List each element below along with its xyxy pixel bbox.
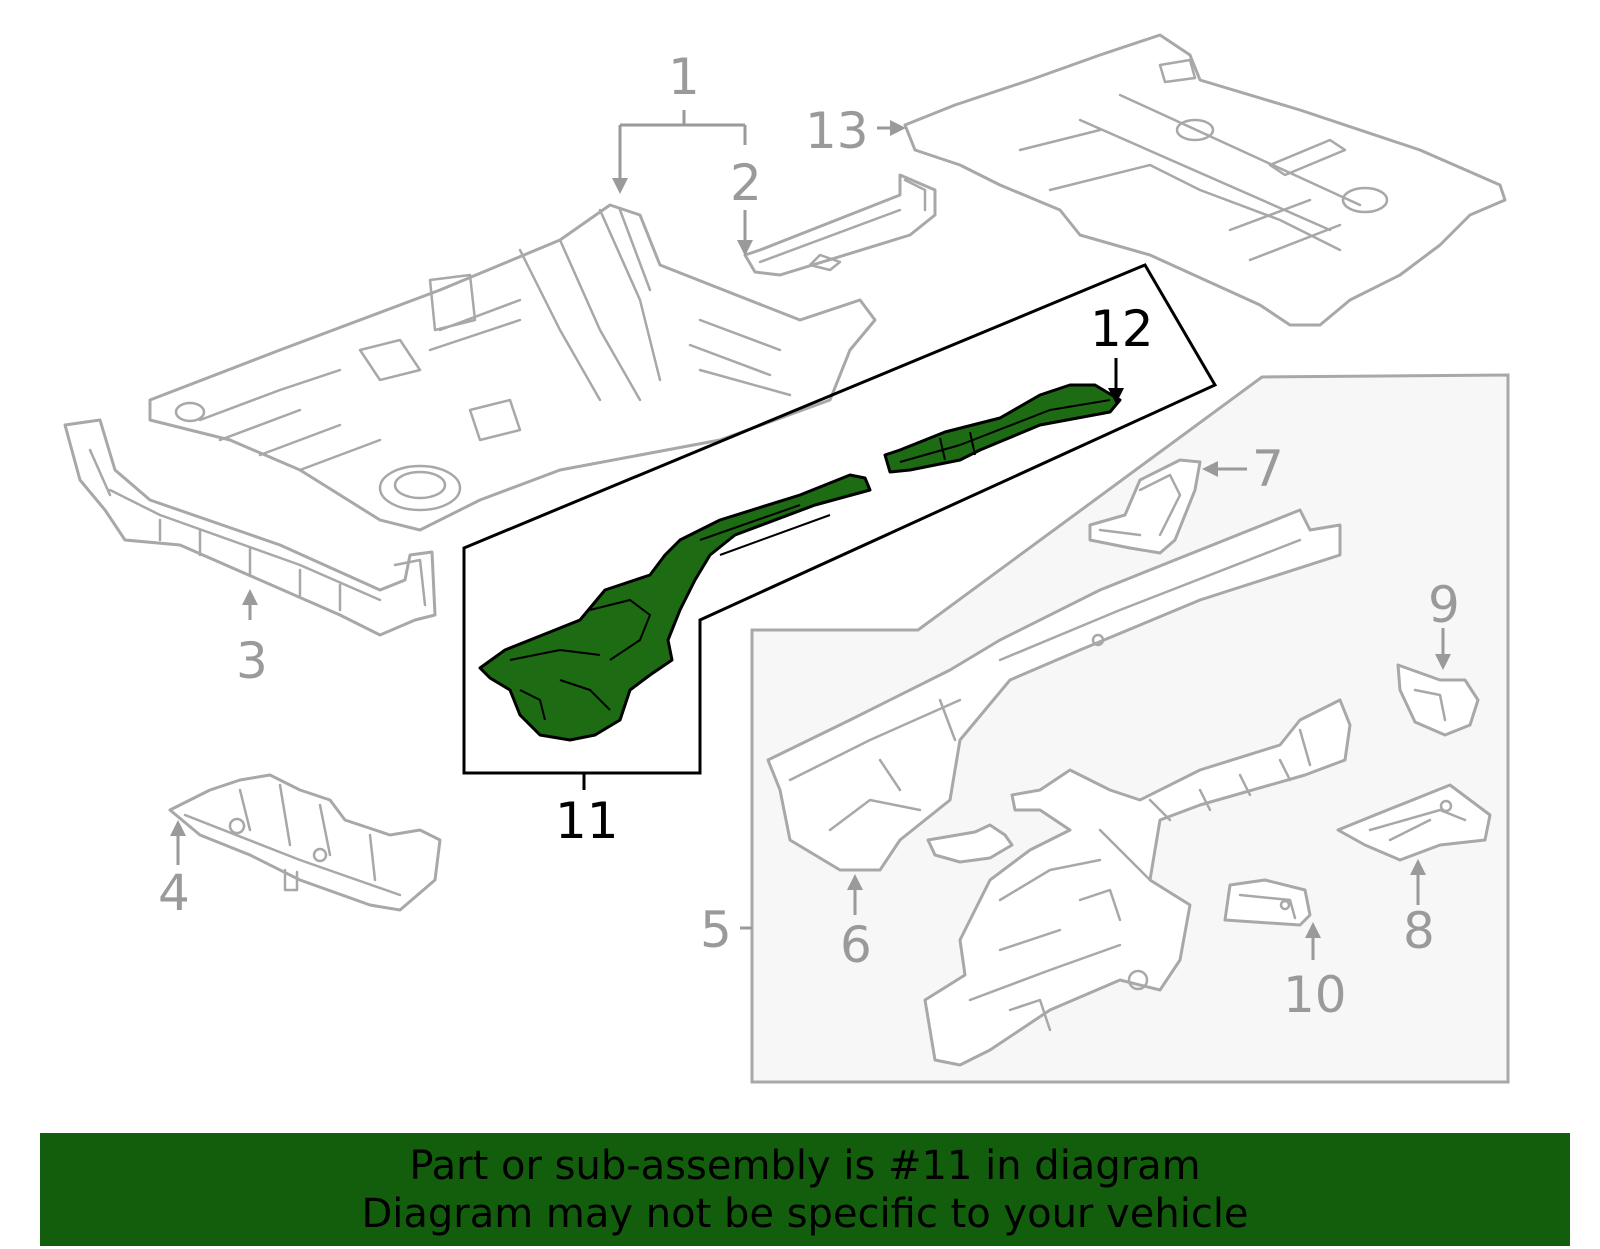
callout-11: 11 [555, 792, 619, 850]
floor-crossmember-part-2 [743, 173, 937, 277]
rear-floor-pan-part-13 [903, 33, 1507, 327]
bracket-part-10 [1223, 878, 1312, 927]
callout-8: 8 [1403, 902, 1435, 960]
callout-13: 13 [805, 102, 869, 160]
rear-panel-part-3 [63, 418, 437, 637]
callout-12: 12 [1090, 300, 1154, 358]
callout-3: 3 [236, 632, 268, 690]
bracket-part-9 [1396, 663, 1480, 737]
callout-6: 6 [840, 916, 872, 974]
bracket-part-8 [1336, 783, 1492, 862]
callout-2: 2 [730, 154, 762, 212]
callout-4: 4 [158, 864, 190, 922]
rear-frame-assembly [923, 698, 1352, 1067]
floor-bracket-part-4 [168, 773, 442, 912]
callout-7: 7 [1252, 440, 1284, 498]
small-bracket [926, 823, 1014, 864]
callout-1: 1 [668, 48, 700, 106]
callout-9: 9 [1428, 576, 1460, 634]
callout-5: 5 [700, 901, 732, 959]
callout-10: 10 [1283, 966, 1347, 1024]
highlight-group-box [462, 263, 1218, 775]
leader-lines [170, 110, 1451, 960]
info-banner: Part or sub-assembly is #11 in diagram D… [40, 1133, 1570, 1246]
banner-line-1: Part or sub-assembly is #11 in diagram [409, 1142, 1201, 1189]
rear-side-frame-part-6 [766, 508, 1342, 872]
front-floor-pan-part-1 [148, 203, 877, 532]
floor-frame-part-11-highlighted [478, 383, 1122, 742]
banner-line-2: Diagram may not be specific to your vehi… [361, 1190, 1249, 1237]
bracket-part-7 [1088, 458, 1202, 555]
